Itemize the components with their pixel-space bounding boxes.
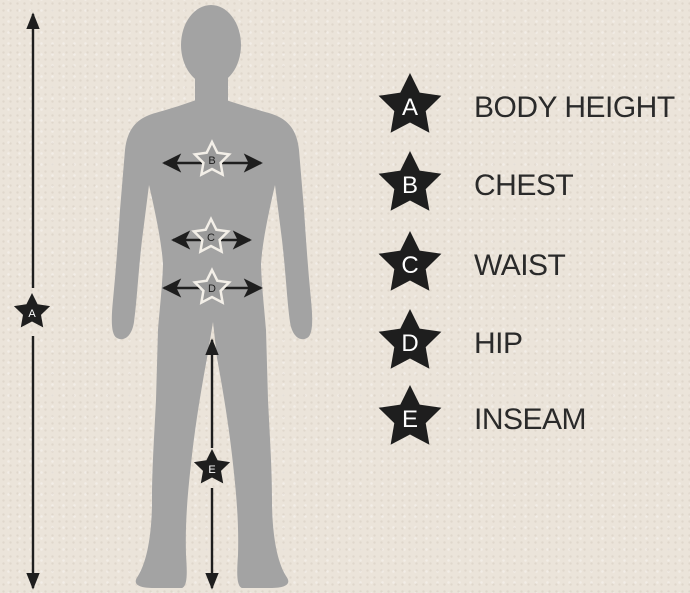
legend-label: INSEAM: [474, 403, 586, 436]
marker-c-letter: C: [207, 232, 215, 244]
body-height-measure: A: [14, 14, 50, 588]
legend-letter: C: [401, 252, 418, 279]
legend-item-waist: C WAIST: [379, 231, 566, 291]
marker-a-letter: A: [28, 308, 36, 320]
legend-label: BODY HEIGHT: [474, 91, 675, 124]
marker-star-e: E: [194, 449, 230, 483]
legend-letter: B: [402, 172, 418, 199]
legend-item-chest: B CHEST: [379, 151, 574, 211]
marker-e-letter: E: [208, 464, 215, 476]
legend-letter: E: [402, 406, 418, 433]
legend-letter: D: [401, 330, 418, 357]
legend: A BODY HEIGHT B CHEST C WAIST D HIP E IN…: [379, 73, 675, 445]
legend-item-hip: D HIP: [379, 309, 523, 369]
marker-d-letter: D: [208, 283, 216, 295]
legend-label: HIP: [474, 327, 523, 360]
marker-b-letter: B: [208, 155, 215, 167]
legend-item-body-height: A BODY HEIGHT: [379, 73, 675, 133]
legend-item-inseam: E INSEAM: [379, 385, 586, 445]
legend-label: CHEST: [474, 169, 573, 202]
legend-label: WAIST: [474, 249, 566, 282]
legend-letter: A: [402, 94, 418, 121]
marker-star-a: A: [14, 293, 50, 327]
